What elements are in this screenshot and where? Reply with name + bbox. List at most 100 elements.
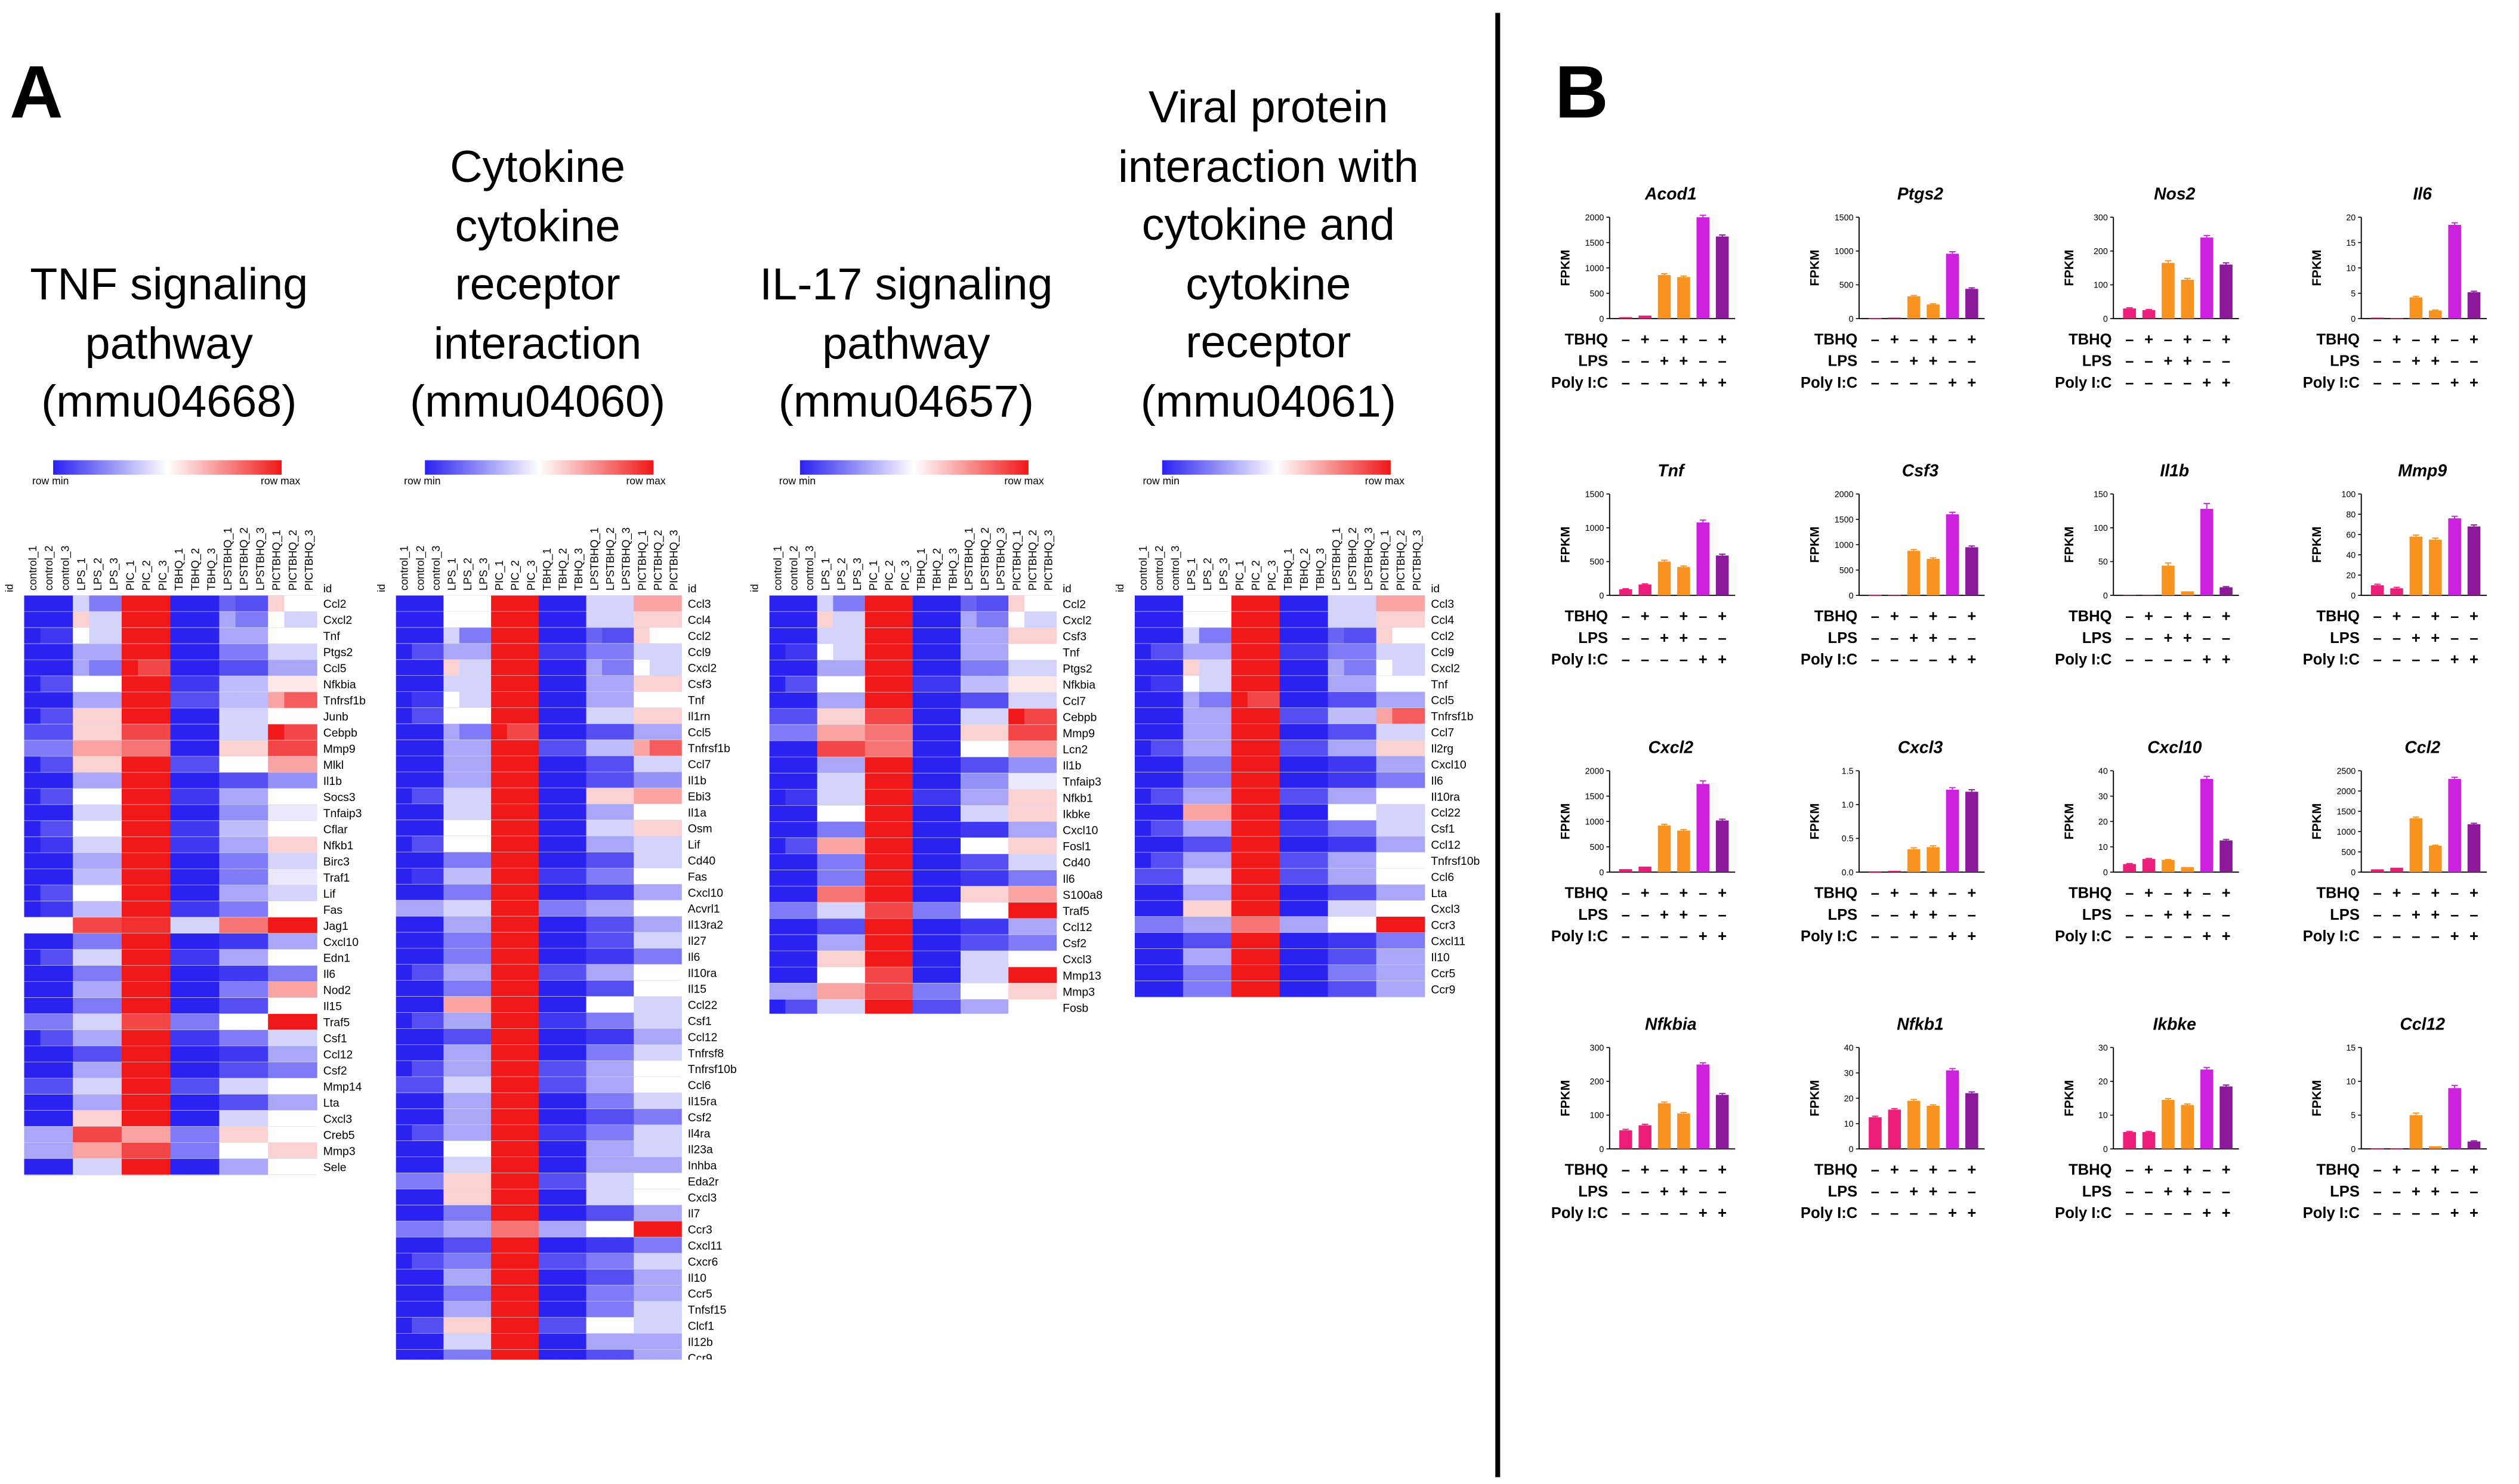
condition-sign: +: [1948, 928, 1957, 945]
heatmap-cell: [833, 886, 850, 903]
heatmap-row-label: Cd40: [688, 855, 716, 868]
condition-sign: –: [2412, 1205, 2420, 1222]
heatmap-cell: [602, 1028, 619, 1046]
heatmap-cell: [570, 852, 587, 869]
bar: [1619, 589, 1632, 596]
bar-chart-title: Il6: [2413, 185, 2432, 204]
condition-sign: –: [1660, 885, 1668, 901]
heatmap-cell: [268, 1158, 285, 1176]
heatmap-column-label: LPSTBHQ_2: [237, 527, 251, 590]
heatmap-title-line: pathway: [85, 317, 253, 368]
bar: [1657, 561, 1671, 596]
heatmap-cell: [24, 772, 41, 789]
condition-sign: –: [2373, 885, 2382, 901]
heatmap-row-label: Ccl7: [688, 758, 711, 771]
heatmap-cell: [73, 1029, 90, 1047]
heatmap-cell: [284, 885, 301, 902]
heatmap-row-label: Edn1: [323, 952, 350, 965]
condition-sign: –: [2144, 1205, 2153, 1222]
heatmap-cell: [24, 885, 41, 902]
heatmap-cell: [138, 1094, 155, 1111]
condition-label: Poly I:C: [1551, 1205, 1608, 1222]
heatmap-cell: [665, 803, 682, 821]
heatmap-cell: [396, 691, 413, 709]
heatmap-cell: [1279, 836, 1296, 853]
heatmap-cell: [73, 644, 90, 660]
condition-sign: +: [2202, 375, 2211, 391]
heatmap-cell: [475, 1301, 492, 1318]
heatmap-cell: [443, 1173, 460, 1190]
condition-sign: +: [2163, 907, 2172, 923]
heatmap-cell: [602, 787, 619, 805]
bar-chart-y-tick-label: 30: [2098, 1043, 2108, 1053]
heatmap-cell: [618, 1349, 635, 1360]
heatmap-cell: [785, 902, 802, 919]
heatmap-cell: [154, 1126, 171, 1143]
heatmap-cell: [1215, 868, 1232, 885]
heatmap-cell: [1408, 740, 1425, 757]
heatmap-cell: [121, 852, 139, 870]
heatmap-cell: [538, 595, 555, 612]
heatmap-cell: [833, 676, 850, 693]
heatmap-cell: [538, 1108, 555, 1126]
heatmap-cell: [849, 757, 866, 774]
heatmap-cell: [396, 884, 413, 901]
heatmap-cell: [507, 836, 524, 853]
heatmap-cell: [1247, 820, 1264, 837]
heatmap-cell: [602, 1333, 619, 1350]
heatmap-cell: [251, 756, 268, 773]
heatmap-row-label: Tnfaip3: [323, 807, 362, 820]
condition-label: LPS: [1827, 630, 1857, 647]
heatmap-cell: [1231, 916, 1248, 933]
bar-chart-nfkb1: Nfkb1010203040FPKMTBHQ–+–+–+LPS––++––Pol…: [1801, 1015, 1985, 1222]
condition-label: LPS: [1578, 353, 1608, 370]
heatmap-cell: [649, 675, 666, 692]
heatmap-cell: [121, 820, 139, 837]
heatmap-cell: [443, 1092, 460, 1109]
condition-sign: +: [1967, 885, 1976, 901]
condition-sign: +: [1660, 907, 1669, 923]
heatmap-cell: [554, 611, 571, 628]
condition-sign: –: [2222, 907, 2230, 923]
bar-chart-y-tick-label: 5: [2351, 289, 2356, 299]
heatmap-cell: [570, 772, 587, 789]
heatmap-cell: [105, 692, 122, 709]
heatmap-cell: [649, 1333, 666, 1350]
heatmap-cell: [1199, 964, 1216, 982]
condition-sign: +: [1929, 1183, 1938, 1200]
bar-chart-y-label: FPKM: [2061, 1080, 2076, 1117]
heatmap-cell: [396, 916, 413, 933]
condition-label: TBHQ: [1814, 608, 1858, 624]
heatmap-cell: [1247, 659, 1264, 676]
heatmap-cell: [1008, 611, 1025, 629]
heatmap-cell: [1279, 820, 1296, 837]
heatmap-cell: [1024, 611, 1041, 629]
condition-label: Poly I:C: [2303, 651, 2360, 668]
heatmap-cell: [138, 981, 155, 998]
heatmap-cell: [1392, 724, 1409, 741]
heatmap-cell: [618, 1092, 635, 1109]
heatmap-cell: [56, 1029, 74, 1047]
condition-sign: –: [1871, 928, 1879, 945]
heatmap-cell: [1360, 820, 1377, 837]
heatmap-cell: [665, 1269, 682, 1286]
heatmap-cell: [1263, 836, 1280, 853]
heatmap-cell: [801, 999, 818, 1014]
heatmap-column-label: LPSTBHQ_3: [254, 527, 267, 590]
condition-sign: –: [1718, 907, 1727, 923]
heatmap-cell: [203, 692, 220, 709]
heatmap-cell: [475, 1108, 492, 1126]
heatmap-cell: [219, 901, 236, 918]
heatmap-cell: [56, 1078, 74, 1095]
heatmap-cell: [1344, 611, 1361, 628]
heatmap-cell: [912, 708, 930, 725]
heatmap-cell: [586, 1205, 603, 1222]
heatmap-cell: [491, 1253, 508, 1270]
bar-chart-y-tick-label: 1000: [1585, 817, 1604, 827]
heatmap-cell: [618, 1157, 635, 1174]
heatmap-cell: [570, 1285, 587, 1302]
condition-sign: –: [1910, 928, 1918, 945]
condition-sign: –: [1622, 1183, 1630, 1200]
heatmap-cell: [1215, 772, 1232, 789]
heatmap-cell: [219, 981, 236, 998]
